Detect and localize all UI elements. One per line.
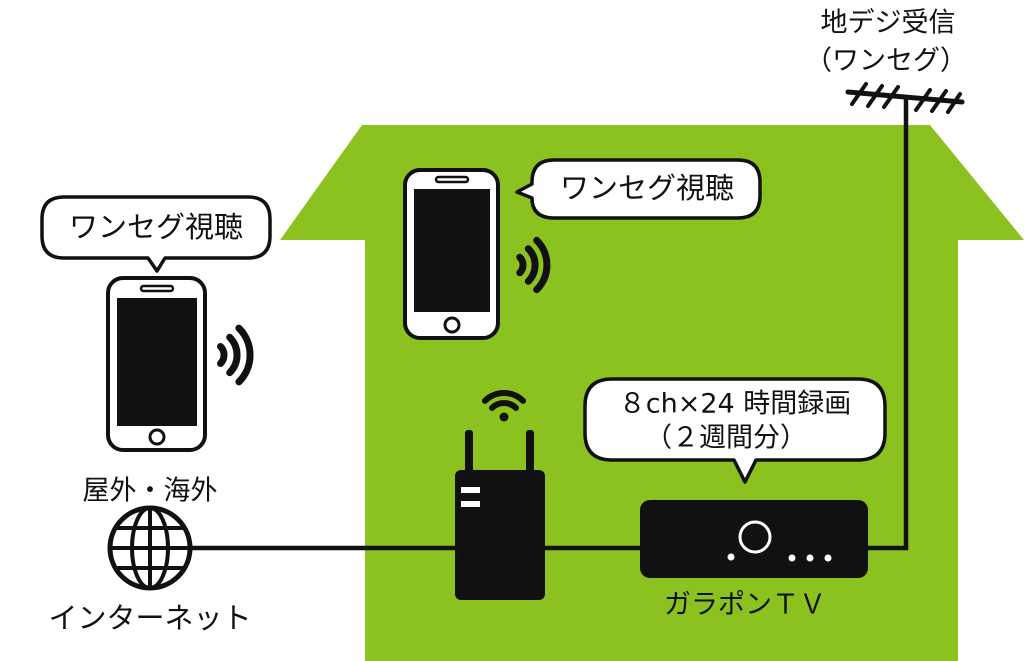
wifi-icon [481, 389, 527, 422]
outdoor-speech-bubble: ワンセグ視聴 [40, 195, 272, 273]
smartphone-icon [403, 168, 500, 340]
antenna-cable [866, 98, 909, 551]
antenna-icon [845, 82, 965, 114]
recorder-box-icon [640, 500, 868, 578]
signal-waves-icon [516, 236, 551, 294]
antenna-label-line1: 地デジ受信 [821, 8, 956, 39]
recorder-bubble-line2: （２週間分） [645, 423, 807, 454]
recorder-label: ガラポンＴＶ [664, 590, 826, 621]
outdoor-bubble-text: ワンセグ視聴 [69, 210, 243, 244]
home-bubble-text: ワンセグ視聴 [560, 171, 734, 205]
outdoor-label: 屋外・海外 [83, 476, 218, 507]
home-speech-bubble: ワンセグ視聴 [515, 158, 762, 220]
signal-waves-icon [217, 324, 254, 386]
globe-icon [107, 505, 193, 591]
smartphone-icon [106, 276, 207, 452]
internet-label: インターネット [48, 601, 251, 635]
recorder-speech-bubble: ８ch×24 時間録画 （２週間分） [583, 377, 887, 484]
antenna-label-line2: （ワンセグ） [805, 46, 967, 77]
recorder-bubble-line1: ８ch×24 時間録画 [619, 389, 852, 420]
router-icon [455, 430, 545, 600]
